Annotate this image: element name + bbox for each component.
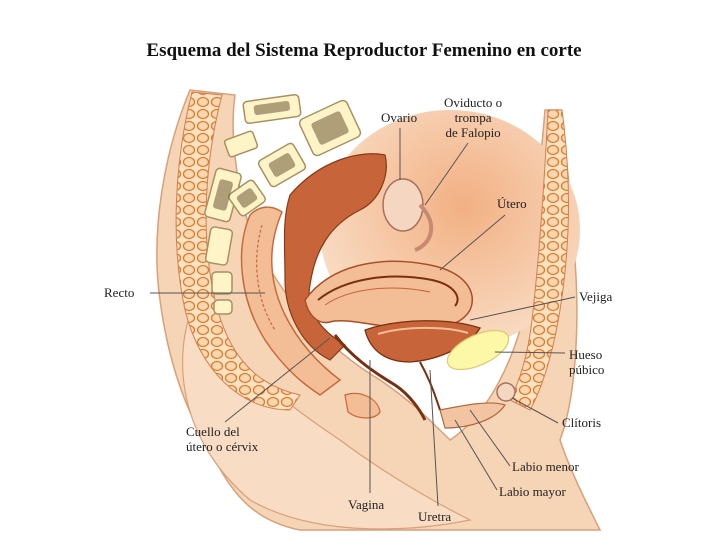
pubic-bone	[446, 329, 510, 371]
rectum	[240, 206, 342, 396]
leader-lines	[150, 128, 576, 507]
label-vejiga: Vejiga	[579, 289, 613, 304]
uterus	[304, 260, 473, 331]
label-labio-mayor: Labio mayor	[499, 484, 566, 499]
label-oviducto-line2: trompa	[454, 110, 492, 125]
rectum-inner	[256, 224, 276, 331]
uterus-lining	[317, 275, 459, 307]
clitoris	[496, 382, 516, 402]
label-cuello-line2: útero o cérvix	[186, 439, 259, 454]
label-ovario: Ovario	[381, 110, 418, 125]
front-fat	[509, 109, 570, 411]
label-utero: Útero	[497, 196, 527, 211]
label-labio-menor: Labio menor	[512, 459, 579, 474]
urethra-canal	[419, 361, 441, 411]
label-vagina: Vagina	[348, 497, 385, 512]
label-hueso: Hueso púbico	[569, 347, 604, 377]
label-cuello-line1: Cuello del	[186, 424, 240, 439]
diagram-title: Esquema del Sistema Reproductor Femenino…	[146, 40, 582, 61]
label-hueso-line2: púbico	[569, 362, 605, 377]
label-cuello: Cuello del útero o cérvix	[186, 424, 258, 454]
label-uretra: Uretra	[418, 509, 452, 524]
label-recto: Recto	[104, 285, 135, 300]
bone-marrow	[213, 100, 349, 211]
vagina-canal	[333, 334, 427, 421]
label-oviducto-line1: Oviducto o	[444, 95, 503, 110]
anus	[344, 392, 381, 419]
label-oviducto-line3: de Falopio	[445, 125, 501, 140]
label-clitoris: Clítoris	[562, 415, 602, 430]
fallopian-tube	[414, 203, 434, 252]
label-oviducto: Oviducto o trompa de Falopio	[444, 95, 502, 140]
ovary	[382, 178, 424, 232]
label-hueso-line1: Hueso	[569, 347, 603, 362]
